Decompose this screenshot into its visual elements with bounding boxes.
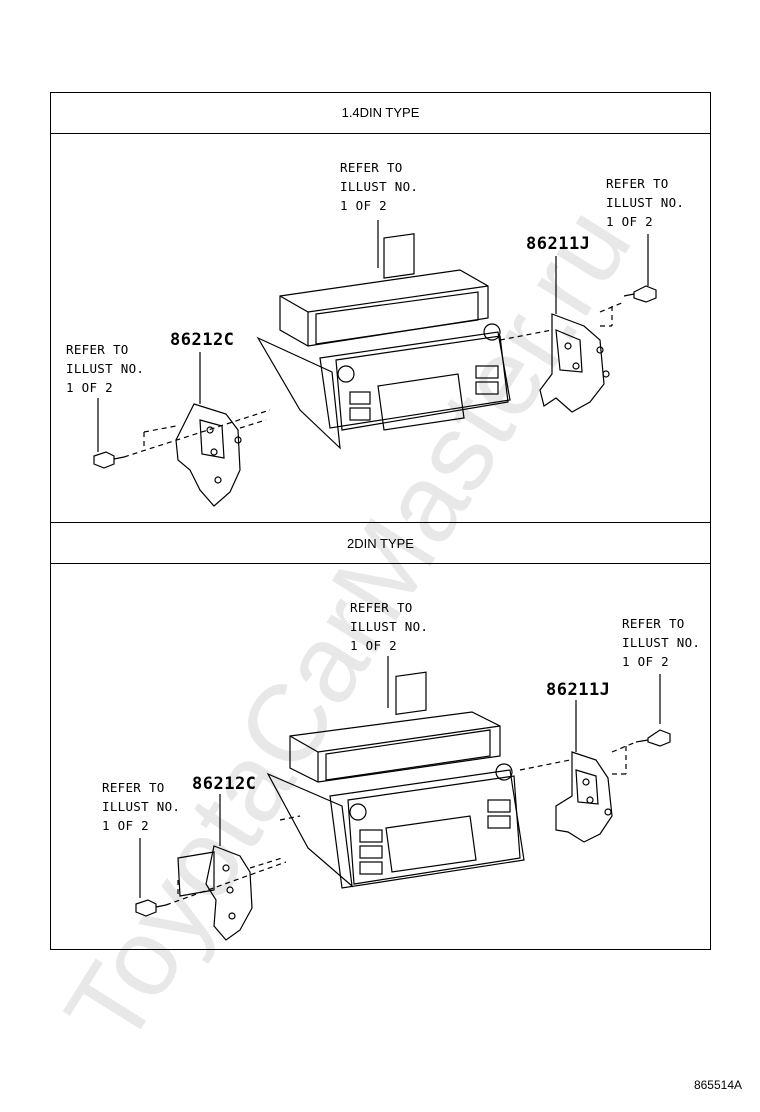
part-number-right-2: 86211J — [546, 680, 611, 700]
illustration-code: 865514A — [693, 1078, 742, 1092]
diagram-frame — [50, 92, 711, 950]
part-number-right-1: 86211J — [526, 234, 591, 254]
bracket-left-1 — [175, 403, 242, 507]
part-number-left-2: 86212C — [192, 774, 257, 794]
section-title-2: 2DIN TYPE — [50, 522, 711, 564]
bracket-left-2 — [177, 845, 253, 941]
bracket-right-2 — [555, 751, 613, 843]
head-unit-1 — [256, 233, 511, 450]
refer-label-center-1: REFER TO ILLUST NO. 1 OF 2 — [340, 160, 419, 213]
refer-label-center-2: REFER TO ILLUST NO. 1 OF 2 — [350, 600, 429, 653]
bolt-left-1 — [93, 451, 125, 469]
section-2-drawing — [135, 656, 671, 941]
section-title-1: 1.4DIN TYPE — [50, 92, 711, 134]
refer-label-right-1: REFER TO ILLUST NO. 1 OF 2 — [606, 176, 685, 229]
head-unit-2 — [266, 671, 525, 889]
section-1-drawing — [93, 220, 657, 507]
refer-label-left-2: REFER TO ILLUST NO. 1 OF 2 — [102, 780, 181, 833]
alignment-lines-1 — [123, 301, 625, 458]
bolt-left-2 — [135, 899, 167, 917]
bolt-right-2 — [635, 729, 671, 747]
bolt-right-1 — [623, 285, 657, 303]
part-number-left-1: 86212C — [170, 330, 235, 350]
alignment-lines-2 — [165, 741, 637, 906]
refer-label-right-2: REFER TO ILLUST NO. 1 OF 2 — [622, 616, 701, 669]
refer-label-left-1: REFER TO ILLUST NO. 1 OF 2 — [66, 342, 145, 395]
bracket-right-1 — [539, 313, 610, 413]
